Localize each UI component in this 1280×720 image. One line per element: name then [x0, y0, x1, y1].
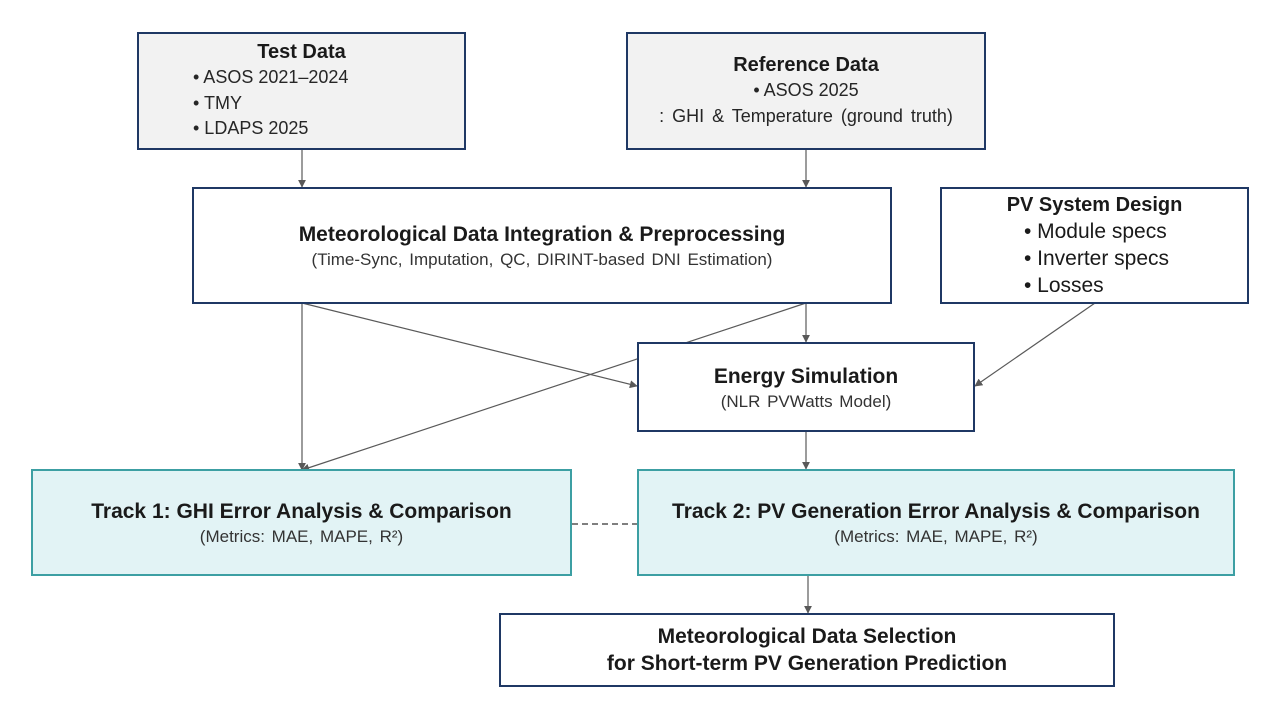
- reference-data-item: • ASOS 2025: [753, 80, 859, 100]
- track1-subtitle: (Metrics: MAE, MAPE, R²): [199, 527, 404, 546]
- preprocessing-box: Meteorological Data Integration & Prepro…: [192, 187, 892, 304]
- data-selection-title-line1: Meteorological Data Selection: [657, 625, 957, 648]
- arrow-preprocessing-to-simulation: [301, 302, 638, 389]
- preprocessing-title: Meteorological Data Integration & Prepro…: [298, 223, 786, 246]
- test-data-title: Test Data: [257, 41, 346, 64]
- reference-data-title: Reference Data: [733, 54, 879, 76]
- pv-system-item: • Losses: [1023, 273, 1104, 297]
- preprocessing-subtitle: (Time-Sync, Imputation, QC, DIRINT-based…: [311, 250, 773, 269]
- track2-subtitle: (Metrics: MAE, MAPE, R²): [834, 527, 1038, 546]
- track1-box: Track 1: GHI Error Analysis & Comparison…: [31, 469, 572, 576]
- data-selection-title-line2: for Short-term PV Generation Prediction: [606, 652, 1008, 675]
- track2-title: Track 2: PV Generation Error Analysis & …: [672, 500, 1200, 523]
- reference-data-box: Reference Data • ASOS 2025 : GHI & Tempe…: [626, 32, 986, 150]
- arrow-pvsystem-to-simulation: [974, 302, 1096, 387]
- energy-simulation-title: Energy Simulation: [713, 364, 899, 388]
- reference-data-item: : GHI & Temperature (ground truth): [659, 105, 953, 126]
- data-selection-box: Meteorological Data Selection for Short-…: [499, 613, 1115, 687]
- pv-system-items: • Module specs • Inverter specs • Losses: [1024, 218, 1169, 299]
- test-data-box: Test Data • ASOS 2021–2024 • TMY • LDAPS…: [137, 32, 466, 150]
- test-data-item: • TMY: [193, 92, 242, 113]
- energy-simulation-box: Energy Simulation (NLR PVWatts Model): [637, 342, 975, 432]
- test-data-item: • LDAPS 2025: [193, 118, 309, 139]
- pv-system-title: PV System Design: [1006, 193, 1183, 216]
- pv-system-item: • Module specs: [1023, 219, 1167, 243]
- track1-title: Track 1: GHI Error Analysis & Comparison: [91, 500, 512, 523]
- test-data-item: • ASOS 2021–2024: [193, 67, 349, 88]
- energy-simulation-subtitle: (NLR PVWatts Model): [720, 391, 892, 411]
- track2-box: Track 2: PV Generation Error Analysis & …: [637, 469, 1235, 576]
- pv-system-box: PV System Design • Module specs • Invert…: [940, 187, 1249, 304]
- pv-system-item: • Inverter specs: [1023, 246, 1170, 270]
- arrow-preprocessing-to-track1-diagonal: [301, 302, 807, 472]
